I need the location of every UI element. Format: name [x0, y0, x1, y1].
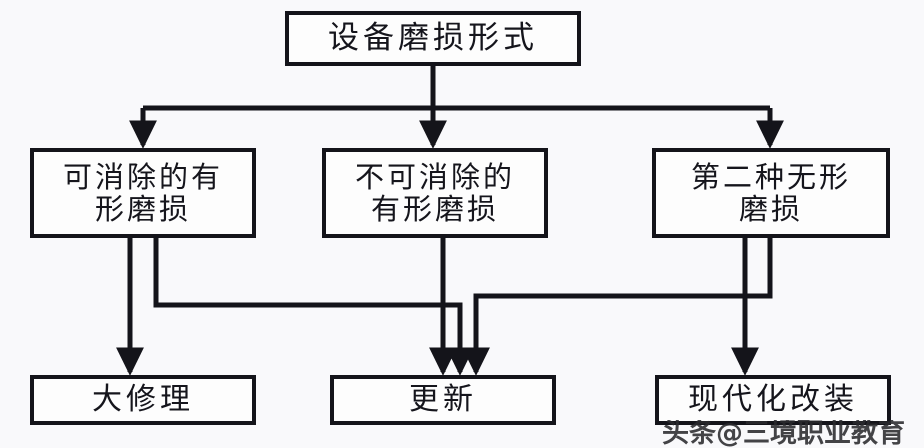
node-overhaul[interactable]: 大修理 [30, 375, 256, 425]
node-label: 可消除的有 形磨损 [62, 159, 223, 226]
node-label: 第二种无形 磨损 [690, 159, 851, 226]
node-label: 设备磨损形式 [328, 20, 538, 57]
node-modernization[interactable]: 现代化改装 [655, 375, 891, 425]
node-label: 更新 [409, 382, 477, 418]
node-renewal[interactable]: 更新 [330, 375, 556, 425]
node-label: 不可消除的 有形磨损 [354, 159, 515, 226]
node-second-intangible-wear[interactable]: 第二种无形 磨损 [652, 148, 890, 238]
node-removable-tangible-wear[interactable]: 可消除的有 形磨损 [30, 148, 256, 238]
edge-second-intangible-to-renewal [462, 238, 773, 376]
edge-removable-to-renewal [153, 238, 474, 376]
node-nonremovable-tangible-wear[interactable]: 不可消除的 有形磨损 [322, 148, 548, 238]
node-equipment-wear-forms[interactable]: 设备磨损形式 [285, 11, 581, 66]
node-label: 大修理 [92, 382, 194, 418]
node-label: 现代化改装 [688, 382, 858, 418]
